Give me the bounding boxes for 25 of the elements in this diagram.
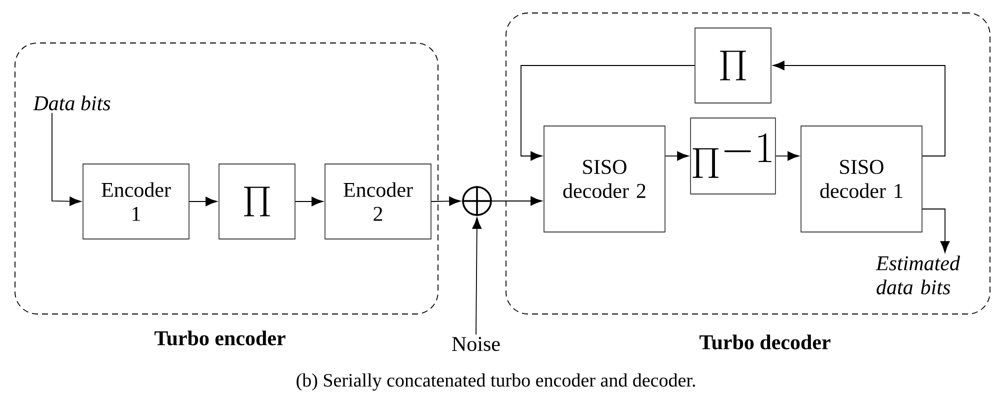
arrow: [922, 208, 950, 253]
arrow: [491, 196, 542, 206]
adder-symbol: [461, 185, 493, 217]
arrow: [472, 217, 482, 335]
interleaver-box: $\Pi$: [218, 164, 296, 240]
caption: (b) Serially concatenated turbo encoder and decoder.: [296, 373, 695, 391]
decoder-box: SISO decoder 2: [544, 126, 666, 232]
input-label: Data bits: [32, 96, 110, 110]
arrow: [295, 196, 324, 206]
noise-label: Noise: [452, 336, 500, 352]
encoder-box: Encoder 1: [82, 164, 190, 240]
decoder-box: SISO decoder 1: [800, 126, 922, 232]
arrow: [189, 196, 218, 206]
arrow: [665, 151, 689, 161]
arrow: [775, 151, 800, 161]
group-title: Turbo decoder: [700, 334, 830, 350]
interleaver-box: $\Pi$: [694, 28, 772, 104]
arrow: [431, 196, 461, 206]
arrow: [772, 60, 946, 156]
arrow: [520, 65, 695, 161]
group-title: Turbo encoder: [154, 330, 286, 346]
output-label: Estimated data bits: [876, 256, 960, 294]
encoder-box: Encoder 2: [324, 164, 432, 240]
deinterleaver-box: $\Pi^{-1}$: [690, 118, 776, 194]
arrow: [52, 112, 82, 206]
